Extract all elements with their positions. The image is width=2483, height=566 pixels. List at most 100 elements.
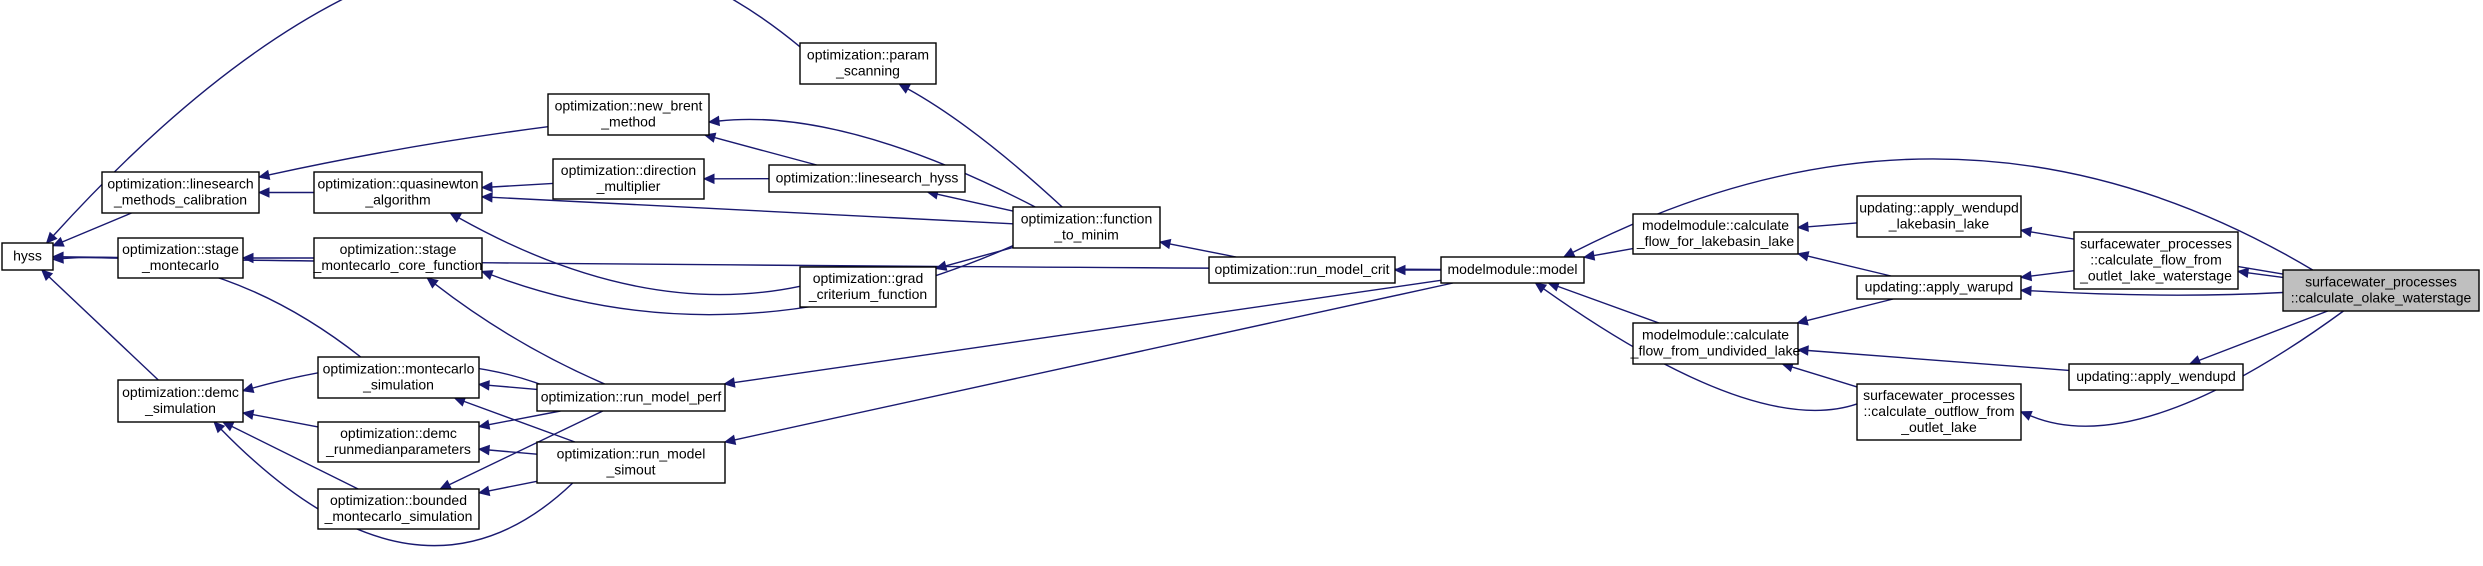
node-label: surfacewater_processes [1863, 387, 2015, 403]
edge-line [937, 193, 1014, 212]
node-label: _lakebasin_lake [1888, 216, 1990, 232]
node-bounded-montecarlo-simulation[interactable]: optimization::bounded_montecarlo_simulat… [317, 488, 480, 530]
node-label: surfacewater_processes [2305, 274, 2457, 290]
node-label: optimization::param [807, 47, 929, 63]
node-calculate-flow-from-undivided-lake[interactable]: modelmodule::calculate_flow_from_undivid… [1630, 322, 1801, 365]
arrowhead-icon [723, 377, 736, 388]
node-label: _criterium_function [808, 286, 927, 302]
node-label: _algorithm [364, 192, 430, 208]
node-apply-warupd[interactable]: updating::apply_warupd [1856, 275, 2022, 300]
edge-line [1593, 247, 1634, 257]
edge-line [458, 217, 801, 296]
edge-function_to_minim-to-quasinewton_algorithm [480, 192, 1014, 225]
node-function-to-minim[interactable]: optimization::function_to_minim [1012, 206, 1161, 249]
node-label: modelmodule::calculate [1642, 327, 1789, 343]
node-apply-wendupd[interactable]: updating::apply_wendupd [2068, 363, 2244, 391]
node-run-model-perf[interactable]: optimization::run_model_perf [536, 383, 726, 412]
node-linesearch-hyss[interactable]: optimization::linesearch_hyss [768, 164, 966, 193]
node-quasinewton-algorithm[interactable]: optimization::quasinewton_algorithm [313, 171, 483, 214]
node-calculate-flow-for-lakebasin-lake[interactable]: modelmodule::calculate_flow_for_lakebasi… [1632, 213, 1799, 255]
node-direction-multiplier[interactable]: optimization::direction_multiplier [552, 158, 705, 200]
edge-line [434, 283, 605, 385]
node-grad-criterium-function[interactable]: optimization::grad_criterium_function [799, 266, 937, 308]
node-label: optimization::run_model_crit [1214, 261, 1389, 277]
node-label: ::calculate_flow_from [2090, 252, 2222, 268]
node-box [536, 441, 726, 484]
node-calculate-flow-from-outlet-lake-waterstage[interactable]: surfacewater_processes::calculate_flow_f… [2073, 231, 2239, 290]
edge-calculate_olake_waterstage-to-apply_wendupd [2188, 310, 2328, 366]
node-label: _flow_from_undivided_lake [1630, 343, 1801, 359]
node-apply-wendupd-lakebasin-lake[interactable]: updating::apply_wendupd_lakebasin_lake [1856, 195, 2022, 238]
edge-line [945, 246, 1014, 267]
edge-line [734, 282, 1454, 441]
edge-line [231, 425, 359, 490]
node-label: _scanning [835, 63, 900, 79]
arrowhead-icon [480, 270, 494, 281]
arrowhead-icon [480, 181, 493, 193]
edge-modelmodule_model-to-run_model_perf [723, 279, 1442, 388]
edge-apply_warupd-to-calculate_flow_from_undivided_lake [1796, 298, 1894, 326]
edge-calculate_flow_for_lakebasin_lake-to-modelmodule_model [1582, 247, 1634, 261]
arrowhead-icon [51, 236, 65, 247]
node-demc-runmedianparameters[interactable]: optimization::demc_runmedianparameters [317, 421, 480, 463]
node-box [1012, 206, 1161, 249]
arrowhead-icon [2019, 410, 2033, 421]
node-label: _simout [605, 462, 655, 478]
edge-function_to_minim-to-grad_criterium_function [934, 246, 1014, 271]
edge-line [488, 410, 561, 426]
node-label: updating::apply_warupd [1865, 279, 2014, 295]
node-calculate-outflow-from-outlet-lake[interactable]: surfacewater_processes::calculate_outflo… [1856, 383, 2022, 441]
node-layer: hyss optimization::linesearch_methods_cal… [1, 42, 2480, 530]
edge-line [1791, 366, 1858, 388]
arrowhead-icon [723, 434, 737, 445]
node-calculate-olake-waterstage[interactable]: surfacewater_processes::calculate_olake_… [2282, 269, 2480, 312]
node-box [1632, 322, 1799, 365]
arrowhead-icon [1796, 251, 1810, 262]
node-label: optimization::direction [561, 162, 696, 178]
node-label: optimization::demc [340, 425, 457, 441]
node-demc-simulation[interactable]: optimization::demc_simulation [117, 379, 244, 423]
node-run-model-simout[interactable]: optimization::run_model_simout [536, 441, 726, 484]
node-montecarlo-simulation[interactable]: optimization::montecarlo_simulation [317, 356, 480, 399]
arrowhead-icon [898, 83, 911, 94]
node-label: _outlet_lake_waterstage [2079, 268, 2232, 284]
node-box [799, 42, 937, 85]
arrowhead-icon [934, 260, 948, 271]
node-box [1856, 383, 2022, 441]
arrowhead-icon [2019, 285, 2032, 297]
node-run-model-crit[interactable]: optimization::run_model_crit [1208, 256, 1396, 284]
edge-calculate_flow_from_outlet_lake_waterstage-to-apply_warupd [2019, 270, 2075, 282]
node-box [117, 379, 244, 423]
edge-calculate_outflow_from_outlet_lake-to-calculate_flow_from_undivided_lake [1781, 362, 1858, 388]
edge-line [1169, 243, 1237, 258]
edge-line [48, 276, 159, 381]
node-hyss[interactable]: hyss [1, 242, 54, 271]
edge-calculate_olake_waterstage-to-calculate_flow_from_outlet_lake_waterstage [2236, 267, 2284, 279]
node-linesearch-methods-calibration[interactable]: optimization::linesearch_methods_calibra… [101, 171, 260, 214]
edge-line [1807, 222, 1858, 228]
node-label: _methods_calibration [113, 192, 247, 208]
arrowhead-icon [2019, 226, 2033, 238]
node-label: optimization::stage [122, 241, 239, 257]
edge-line [2030, 270, 2075, 277]
node-box [1856, 275, 2022, 300]
edge-line [463, 400, 576, 443]
edge-linesearch_methods_calibration-to-hyss [51, 212, 132, 247]
node-stage-montecarlo[interactable]: optimization::stage_montecarlo [117, 237, 244, 279]
edge-line [1807, 255, 1892, 277]
node-stage-montecarlo-core-function[interactable]: optimization::stage_montecarlo_core_func… [313, 237, 483, 279]
edge-line [61, 212, 132, 243]
arrowhead-icon [241, 252, 254, 264]
node-new-brent-method[interactable]: optimization::new_brent_method [547, 93, 710, 136]
edge-demc_runmedianparameters-to-demc_simulation [241, 409, 319, 428]
arrowhead-icon [1534, 282, 1548, 294]
node-box [1856, 195, 2022, 238]
node-modelmodule-model[interactable]: modelmodule::model [1440, 256, 1585, 284]
edge-run_model_perf-to-demc_runmedianparameters [477, 410, 561, 430]
arrowhead-icon [213, 421, 226, 434]
edge-line [1543, 288, 1858, 411]
node-param-scanning[interactable]: optimization::param_scanning [799, 42, 937, 85]
edge-function_to_minim-to-new_brent_method [707, 115, 1036, 208]
edge-linesearch_hyss-to-direction_multiplier [702, 173, 770, 185]
edge-run_model_simout-to-bounded_montecarlo_simulation [477, 480, 538, 497]
